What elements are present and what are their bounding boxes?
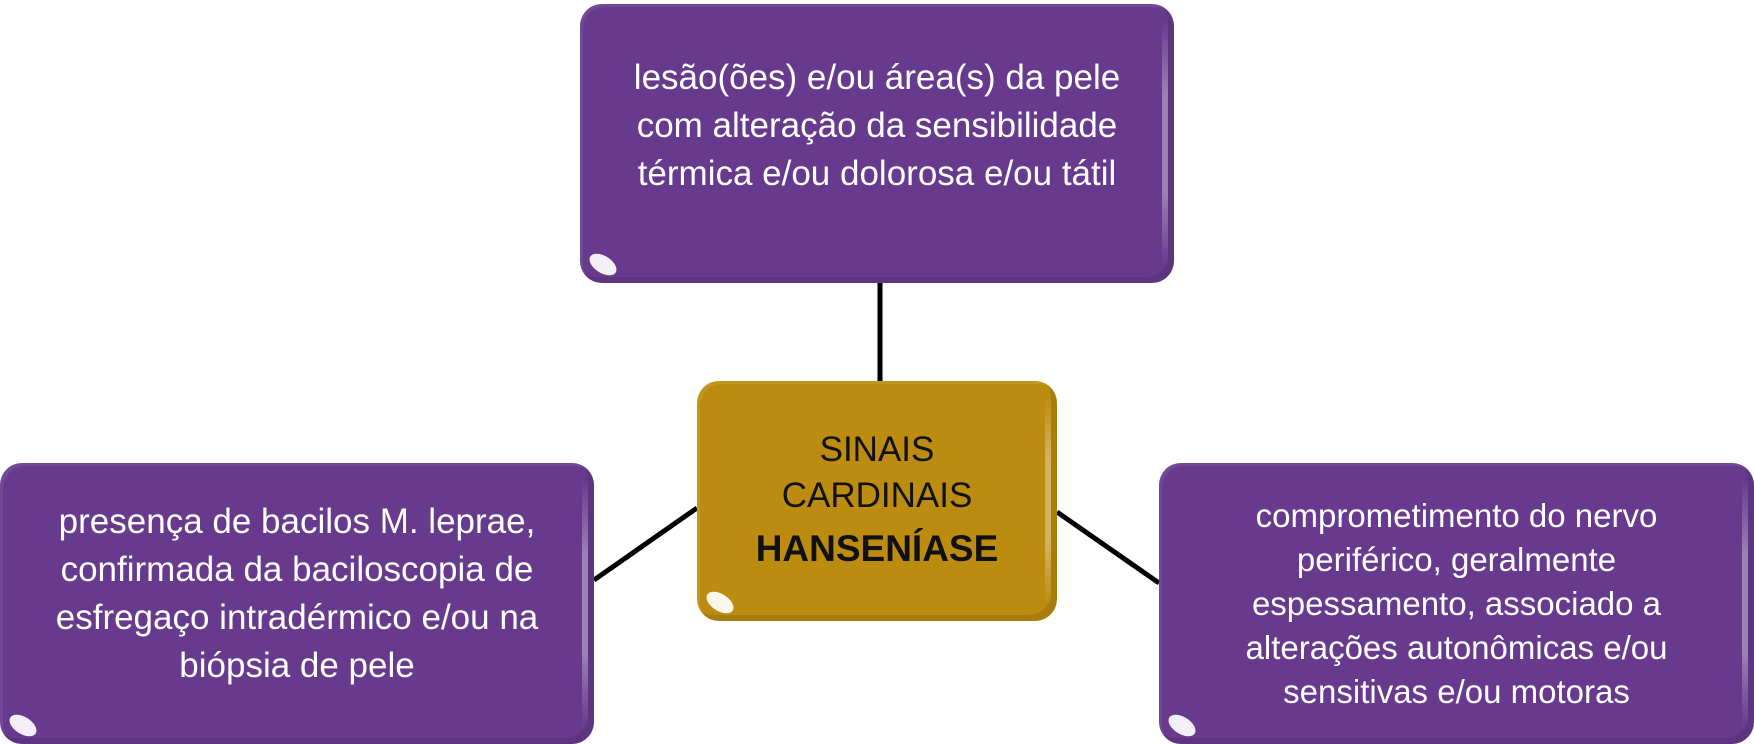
center-label-line2: CARDINAIS: [781, 476, 973, 515]
right-node-line: alterações autonômicas e/ou: [1245, 628, 1668, 666]
right-node-line: sensitivas e/ou motoras: [1283, 672, 1630, 710]
left-node-line: biópsia de pele: [179, 645, 415, 685]
top-node-box: lesão(ões) e/ou área(s) da pele com alte…: [580, 4, 1174, 283]
gloss-highlight: [702, 587, 738, 618]
left-node-line: presença de bacilos M. leprae,: [58, 501, 536, 541]
gloss-highlight: [1164, 710, 1200, 741]
center-node-box: SINAIS CARDINAIS HANSENÍASE: [697, 381, 1057, 621]
right-node-box: comprometimento do nervo periférico, ger…: [1159, 463, 1754, 744]
left-node-line: confirmada da baciloscopia de: [60, 549, 534, 589]
center-label-line1: SINAIS: [819, 430, 935, 469]
top-node-line: com alteração da sensibilidade: [636, 105, 1118, 145]
connector-right: [1055, 509, 1161, 586]
gloss-highlight: [585, 249, 621, 280]
right-node-line: periférico, geralmente: [1296, 540, 1617, 578]
right-node-line: espessamento, associado a: [1251, 584, 1662, 622]
left-node-line: esfregaço intradérmico e/ou na: [55, 597, 539, 637]
top-node-text: lesão(ões) e/ou área(s) da pele com alte…: [606, 54, 1148, 198]
top-node-line: térmica e/ou dolorosa e/ou tátil: [637, 153, 1117, 193]
connector-left: [592, 505, 699, 583]
top-node-line: lesão(ões) e/ou área(s) da pele: [633, 57, 1121, 97]
right-node-line: comprometimento do nervo: [1255, 496, 1658, 534]
left-node-box: presença de bacilos M. leprae, confirmad…: [0, 463, 594, 744]
left-node-text: presença de bacilos M. leprae, confirmad…: [28, 498, 567, 690]
right-node-text: comprometimento do nervo periférico, ger…: [1218, 494, 1696, 714]
gloss-highlight: [5, 710, 41, 741]
center-title: HANSENÍASE: [755, 528, 999, 569]
